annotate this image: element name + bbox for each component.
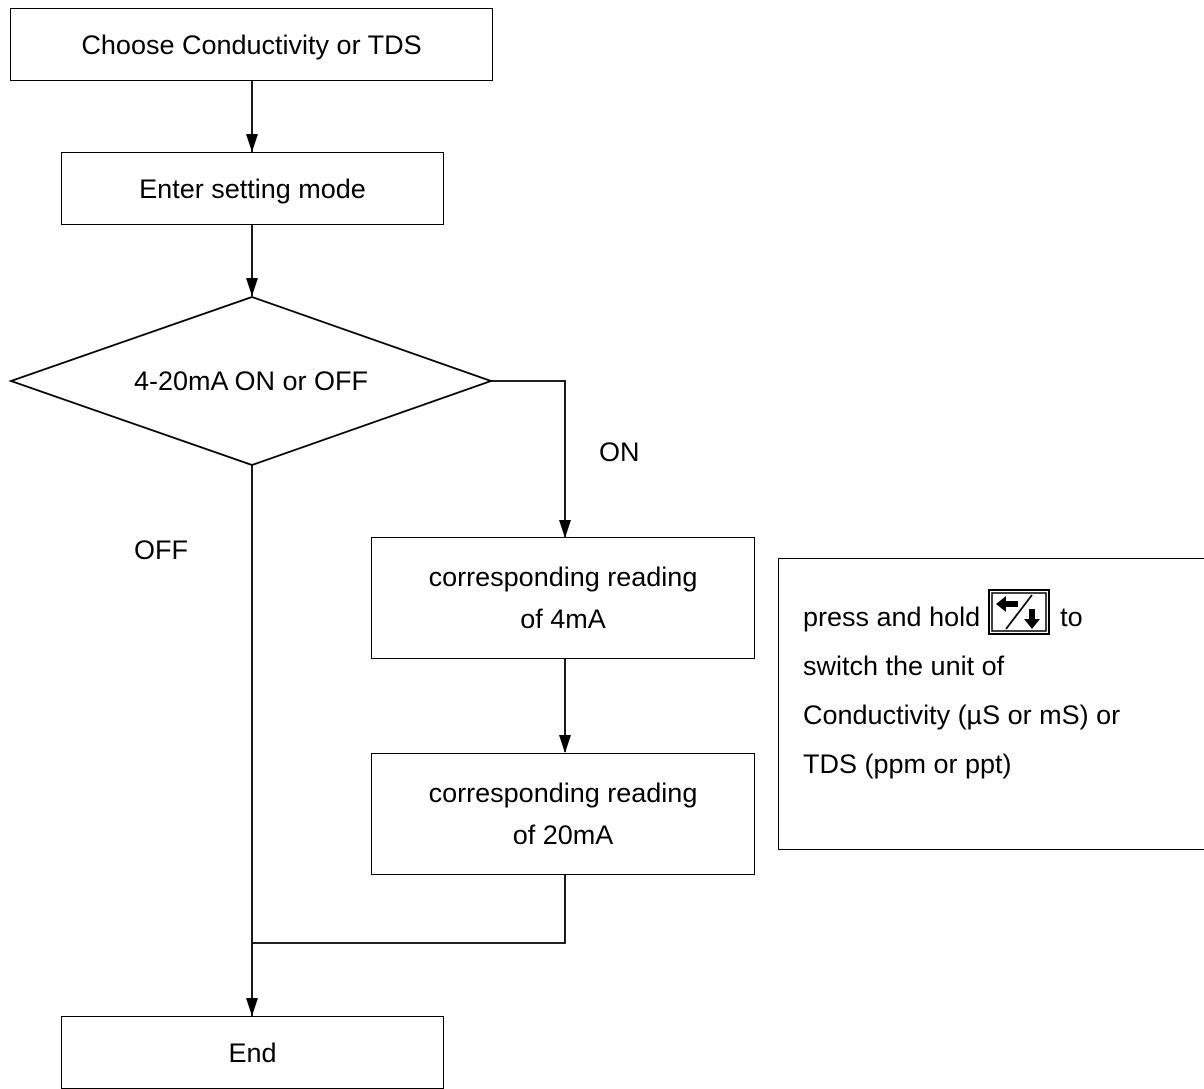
unit-switch-note: press and hold to switch the unit of Con… <box>778 558 1204 850</box>
return-line <box>252 874 566 944</box>
arrowhead <box>559 735 571 753</box>
note-line-3: Conductivity (µS or mS) or <box>803 700 1121 730</box>
note-to: to <box>1060 602 1083 632</box>
note-line-1: press and hold to <box>803 588 1204 642</box>
off-branch-label: OFF <box>134 535 188 565</box>
arrowhead <box>246 134 258 152</box>
setting-box: Enter setting mode <box>61 152 444 225</box>
arrowhead <box>559 520 571 538</box>
note-line-4: TDS (ppm or ppt) <box>803 749 1012 779</box>
decision-label: 4-20mA ON or OFF <box>133 366 369 396</box>
note-line-2: switch the unit of <box>803 651 1005 681</box>
reading-20ma-box: corresponding reading of 20mA <box>371 753 755 875</box>
start-box: Choose Conductivity or TDS <box>10 8 493 81</box>
note-press-hold: press and hold <box>803 602 981 632</box>
reading-4ma-box: corresponding reading of 4mA <box>371 537 755 659</box>
reading-4ma-line2: of 4mA <box>520 604 606 634</box>
start-box-label: Choose Conductivity or TDS <box>81 29 422 60</box>
arrowhead <box>246 998 258 1016</box>
arrowhead <box>246 278 258 296</box>
reading-20ma-line1: corresponding reading <box>428 778 698 808</box>
end-box-label: End <box>228 1037 277 1068</box>
reading-4ma-line1: corresponding reading <box>428 562 698 592</box>
on-branch-line <box>491 380 566 537</box>
end-box: End <box>61 1016 444 1089</box>
reading-20ma-line2: of 20mA <box>512 820 614 850</box>
on-branch-label: ON <box>599 437 640 467</box>
left-arrow-slash-down-arrow-key-icon <box>988 588 1051 635</box>
setting-box-label: Enter setting mode <box>139 173 366 204</box>
